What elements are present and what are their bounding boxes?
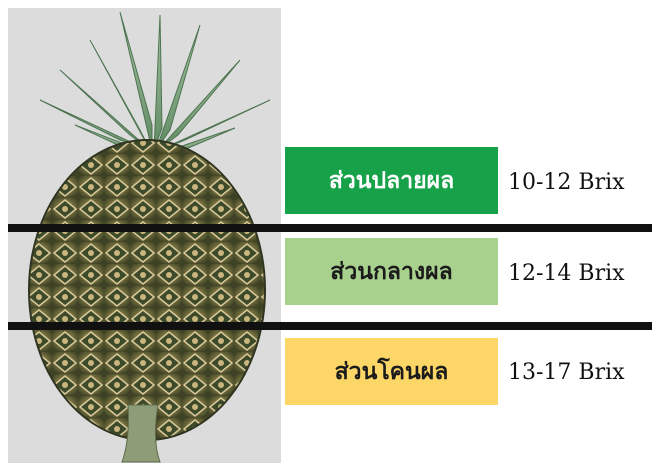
middle-section-brix: 12-14 Brix: [508, 261, 625, 286]
pineapple-image: [8, 8, 281, 463]
middle-section-label: ส่วนกลางผล: [285, 238, 498, 305]
bottom-section-brix: 13-17 Brix: [508, 360, 625, 385]
bottom-section-label: ส่วนโคนผล: [285, 338, 498, 405]
top-section-label: ส่วนปลายผล: [285, 147, 498, 214]
divider-bottom: [8, 322, 652, 330]
divider-top: [8, 224, 652, 232]
top-section-brix: 10-12 Brix: [508, 170, 625, 195]
